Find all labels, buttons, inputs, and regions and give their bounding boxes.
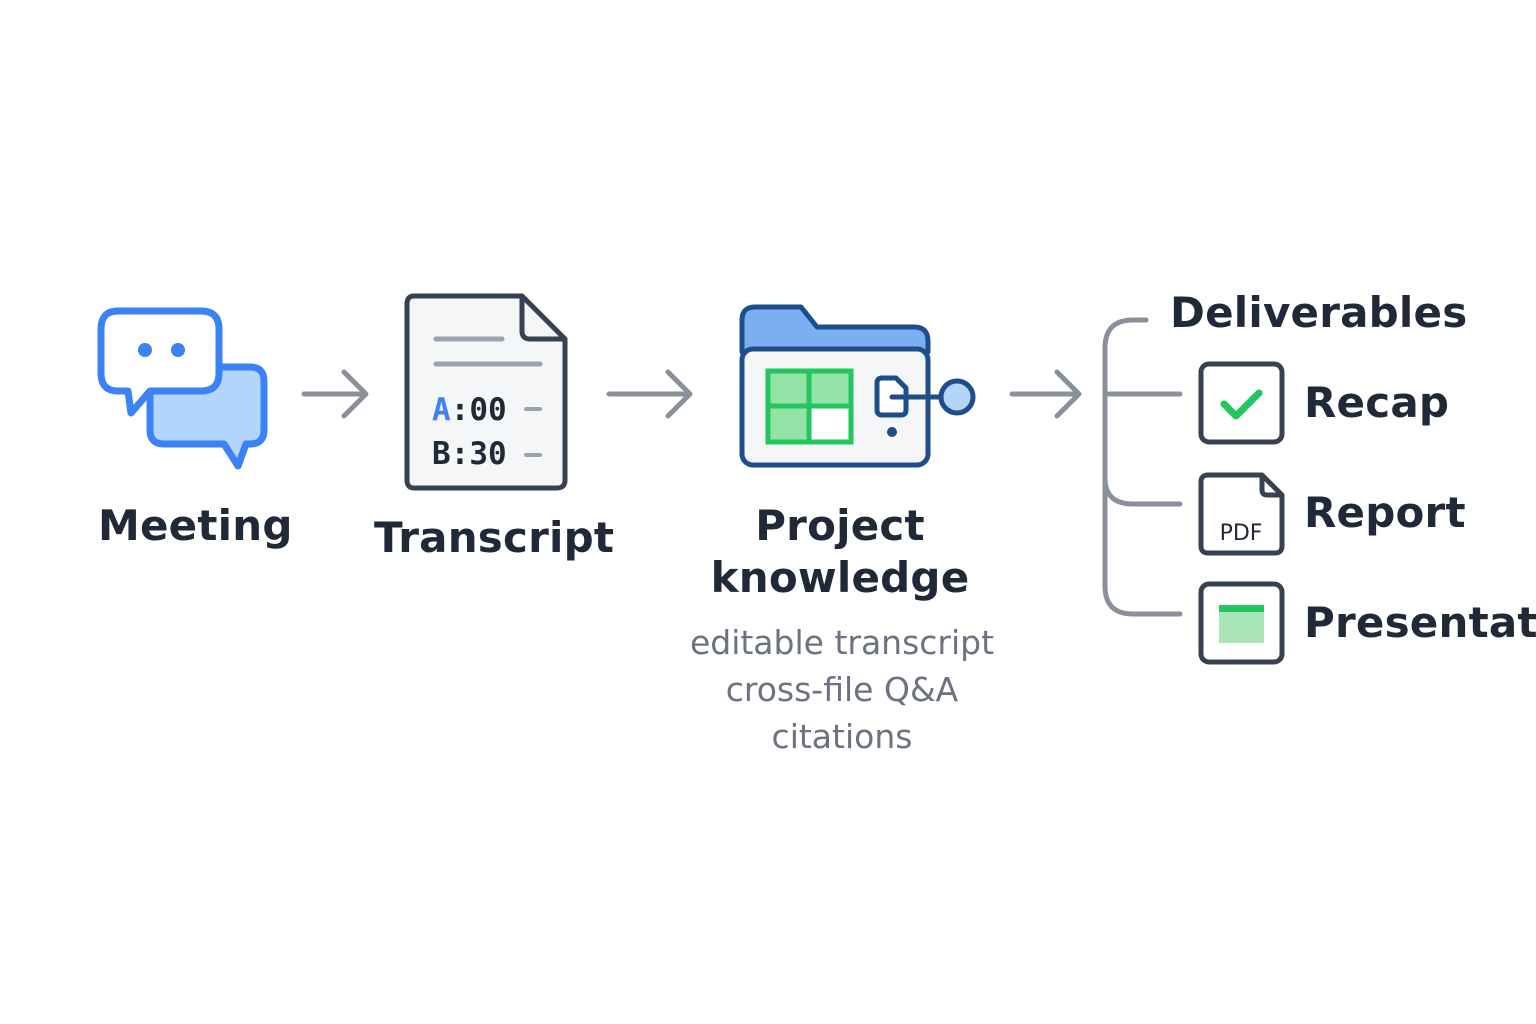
deliverable-recap-label: Recap — [1304, 378, 1450, 427]
deliverables-bracket — [1102, 317, 1183, 617]
arrow-meeting-to-transcript — [301, 369, 369, 419]
document-icon: A:00 B:30 — [404, 293, 568, 491]
deliverables-title: Deliverables — [1170, 288, 1468, 337]
feature-editable-transcript: editable transcript — [689, 623, 995, 662]
arrow-knowledge-to-deliverables — [1009, 369, 1082, 419]
transcript-label: Transcript — [374, 513, 615, 562]
link-icon — [874, 375, 976, 437]
pdf-badge-label: PDF — [1220, 521, 1263, 546]
meeting-label: Meeting — [98, 501, 293, 550]
feature-citations: citations — [771, 717, 913, 756]
deliverable-presentation-label: Presentation — [1304, 598, 1536, 647]
knowledge-label-line2: knowledge — [710, 553, 970, 602]
feature-cross-file-qa: cross-file Q&A — [725, 670, 959, 709]
pdf-file-icon: PDF — [1198, 472, 1285, 556]
deliverable-report-label: Report — [1304, 488, 1466, 537]
knowledge-label: Project knowledge — [690, 500, 990, 604]
transcript-speaker-a: A — [432, 392, 451, 428]
chat-bubbles-icon — [97, 307, 268, 470]
knowledge-features: editable transcript cross-file Q&A citat… — [660, 619, 1024, 760]
folder-icon — [739, 304, 976, 468]
arrow-transcript-to-knowledge — [606, 369, 693, 419]
transcript-speaker-b: B — [432, 436, 451, 472]
knowledge-label-line1: Project — [755, 501, 925, 550]
transcript-time-b: :30 — [451, 436, 507, 472]
slide-icon — [1198, 581, 1285, 665]
checkmark-icon — [1198, 361, 1285, 445]
svg-text:B:30: B:30 — [432, 436, 507, 472]
svg-text:A:00: A:00 — [432, 392, 507, 428]
transcript-time-a: :00 — [451, 392, 507, 428]
spreadsheet-icon — [765, 368, 854, 445]
